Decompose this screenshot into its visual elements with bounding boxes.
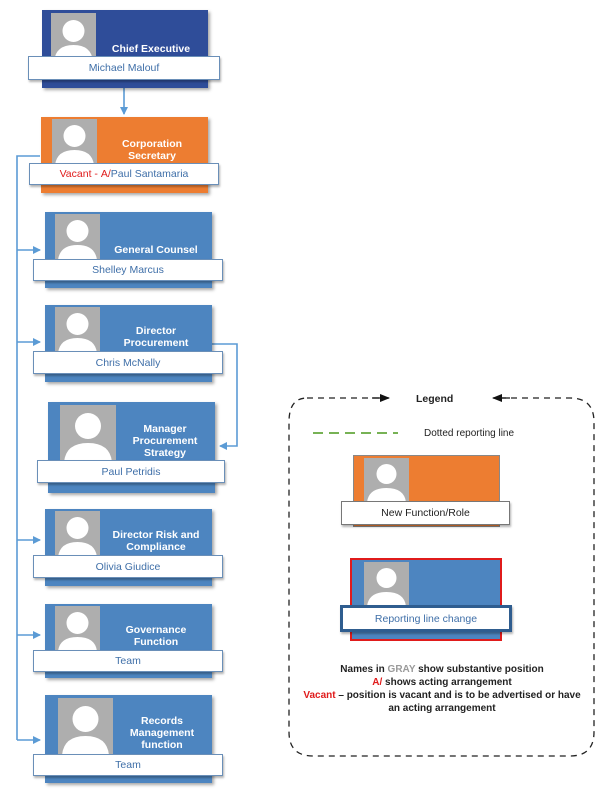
connector-to-manager-procurement: [212, 343, 238, 450]
gray-word: GRAY: [387, 664, 416, 675]
person-placeholder-icon: [58, 698, 113, 755]
person-placeholder-icon: [51, 13, 96, 61]
legend-note-vacant: Vacant – position is vacant and is to be…: [296, 689, 588, 702]
card-name-manager-procurement-strategy: Paul Petridis: [37, 460, 225, 483]
person-placeholder-icon: [364, 562, 409, 606]
note-text: – position is vacant and is to be advert…: [335, 690, 581, 701]
card-title: Director Procurement: [101, 324, 211, 350]
legend-border: [288, 397, 595, 757]
card-name-general-counsel: Shelley Marcus: [33, 259, 223, 281]
person-placeholder-icon: [52, 119, 97, 165]
note-text: shows acting arrangement: [382, 677, 512, 688]
title-line: Governance: [125, 624, 187, 636]
title-line: Procurement: [123, 337, 189, 349]
title-line: Director: [135, 325, 177, 337]
card-title: Governance Function: [101, 623, 211, 649]
person-placeholder-icon: [55, 214, 100, 260]
name-separator: -: [91, 168, 101, 180]
title-line: Manager: [143, 423, 187, 435]
card-name-records-management: Team: [33, 754, 223, 776]
card-name-governance-function: Team: [33, 650, 223, 672]
legend-dotted-line-label: Dotted reporting line: [424, 428, 515, 439]
vacant-label: Vacant: [59, 168, 92, 180]
title-line: function: [141, 739, 183, 751]
legend-new-function-label: New Function/Role: [341, 501, 510, 525]
acting-name: Paul Santamaria: [110, 168, 189, 180]
title-line: Function: [133, 636, 179, 648]
person-placeholder-icon: [55, 606, 100, 651]
legend-title: Legend: [416, 393, 454, 405]
person-placeholder-icon: [55, 307, 100, 353]
acting-label: A/: [100, 168, 111, 180]
card-title: Director Risk and Compliance: [101, 528, 211, 554]
note-text: Names in: [340, 664, 388, 675]
legend-note-gray: Names in GRAY show substantive position: [296, 663, 588, 676]
person-placeholder-icon: [364, 458, 409, 502]
card-title: Corporation Secretary: [97, 137, 207, 163]
card-title: Records Management function: [113, 713, 211, 753]
vacant-word: Vacant: [303, 690, 336, 701]
person-placeholder-icon: [60, 405, 116, 462]
person-placeholder-icon: [55, 511, 100, 557]
acting-word: A/: [372, 677, 383, 688]
title-line: Procurement: [132, 435, 198, 447]
title-line: Compliance: [126, 541, 186, 553]
title-line: Secretary: [128, 150, 176, 162]
card-name-director-risk-compliance: Olivia Giudice: [33, 555, 223, 578]
legend-notes: Names in GRAY show substantive position …: [296, 663, 588, 715]
title-line: Director Risk and: [112, 529, 200, 541]
card-name-chief-executive: Michael Malouf: [28, 56, 220, 80]
note-text: show substantive position: [415, 664, 544, 675]
legend-note-vacant-cont: an acting arrangement: [388, 703, 496, 714]
title-line: Management: [129, 727, 195, 739]
title-line: Corporation: [121, 138, 183, 150]
title-line: Records: [140, 715, 183, 727]
legend-note-acting: A/ shows acting arrangement: [296, 676, 588, 689]
legend-reporting-change-label: Reporting line change: [340, 605, 512, 632]
card-title: General Counsel: [114, 244, 198, 256]
card-title: Manager Procurement Strategy: [116, 421, 214, 461]
card-title: Chief Executive: [111, 43, 191, 55]
card-name-director-procurement: Chris McNally: [33, 351, 223, 374]
connector-spine: [16, 155, 40, 740]
title-line: Strategy: [143, 447, 186, 459]
card-name-corporation-secretary: Vacant - A/ Paul Santamaria: [29, 163, 219, 185]
